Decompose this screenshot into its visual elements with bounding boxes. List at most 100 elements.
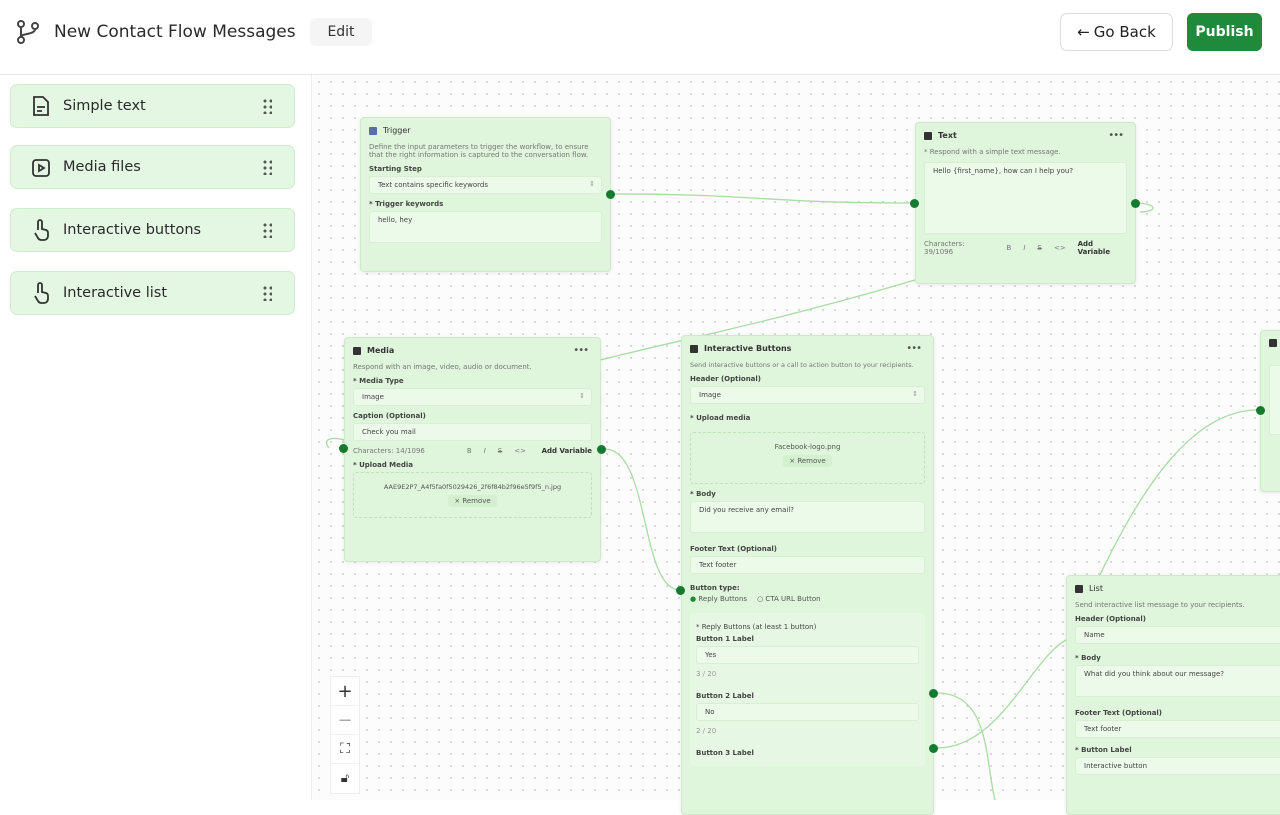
field-label: * Reply Buttons (at least 1 button): [696, 623, 817, 631]
drag-handle-icon[interactable]: [262, 159, 272, 175]
input-handle[interactable]: [339, 444, 348, 453]
partial-field[interactable]: [1269, 365, 1280, 435]
output-handle-yes[interactable]: [929, 689, 938, 698]
output-handle[interactable]: [1131, 199, 1140, 208]
palette-label: Interactive buttons: [63, 222, 202, 238]
italic-icon[interactable]: I: [483, 447, 486, 455]
field-label: Footer Text (Optional): [1075, 709, 1163, 717]
button-2-input[interactable]: No: [696, 703, 919, 721]
bold-icon[interactable]: B: [1006, 244, 1012, 252]
node-title: Text: [938, 131, 957, 140]
button-label-input[interactable]: Interactive button: [1075, 757, 1280, 775]
media-node-icon: [353, 346, 361, 355]
file-name: Facebook-logo.png: [774, 443, 841, 451]
field-label: * Button Label: [1075, 746, 1132, 754]
field-label: * Body: [1075, 654, 1101, 662]
zoom-in-button[interactable]: +: [331, 677, 359, 706]
media-type-select[interactable]: Image: [353, 388, 592, 406]
char-count: Characters: 14/1096: [353, 447, 425, 455]
input-handle[interactable]: [1256, 406, 1265, 415]
radio-reply-buttons[interactable]: ● Reply Buttons: [690, 595, 748, 603]
drag-handle-icon[interactable]: [262, 222, 272, 238]
message-textarea[interactable]: Hello {first_name}, how can I help you?: [924, 162, 1127, 234]
output-handle-no[interactable]: [929, 744, 938, 753]
edit-button[interactable]: Edit: [310, 18, 372, 46]
lock-button[interactable]: 🔓︎: [331, 764, 359, 793]
flow-icon: [17, 20, 39, 44]
file-text-icon: [33, 96, 49, 116]
field-label: * Media Type: [353, 377, 404, 385]
fit-view-button[interactable]: ⛶: [331, 735, 359, 764]
zoom-out-button[interactable]: −: [331, 706, 359, 735]
reply-buttons-group: * Reply Buttons (at least 1 button) Butt…: [690, 613, 925, 766]
palette-item-media-files[interactable]: Media files: [10, 145, 295, 189]
more-options-icon[interactable]: •••: [906, 343, 922, 354]
node-title: List: [1089, 584, 1103, 593]
remove-file-button[interactable]: × Remove: [783, 455, 832, 467]
more-options-icon[interactable]: •••: [573, 345, 589, 356]
list-node[interactable]: List Send interactive list message to yo…: [1066, 575, 1280, 815]
field-label: Button 3 Label: [696, 749, 754, 757]
drag-handle-icon[interactable]: [262, 98, 272, 114]
pointer-icon: [34, 219, 49, 241]
field-label: * Trigger keywords: [369, 200, 444, 208]
field-label: Button 2 Label: [696, 692, 754, 700]
file-name: AAE9E2P7_A4f5fa0f5029426_2f6f84b2f96e5f9…: [383, 483, 562, 491]
add-variable-button[interactable]: Add Variable: [541, 447, 592, 455]
drag-handle-icon[interactable]: [262, 285, 272, 301]
output-handle[interactable]: [597, 445, 606, 454]
input-handle[interactable]: [676, 586, 685, 595]
field-label: Starting Step: [369, 165, 422, 173]
strike-icon[interactable]: S: [1037, 244, 1042, 252]
palette-label: Media files: [63, 159, 141, 175]
palette-item-interactive-buttons[interactable]: Interactive buttons: [10, 208, 295, 252]
remove-label: Remove: [462, 497, 491, 505]
field-label: Header (Optional): [690, 375, 761, 383]
palette-label: Interactive list: [63, 285, 168, 301]
header-select[interactable]: Image: [690, 386, 925, 404]
palette-item-interactive-list[interactable]: Interactive list: [10, 271, 295, 315]
node-description: Respond with an image, video, audio or d…: [353, 363, 532, 371]
media-node[interactable]: Media ••• Respond with an image, video, …: [344, 337, 601, 562]
radio-label: CTA URL Button: [765, 595, 821, 603]
remove-label: Remove: [797, 457, 826, 465]
strike-icon[interactable]: S: [497, 447, 503, 455]
body-textarea[interactable]: Did you receive any email?: [690, 501, 925, 533]
text-node[interactable]: Text ••• * Respond with a simple text me…: [915, 122, 1136, 284]
header-input[interactable]: Name: [1075, 626, 1280, 644]
code-icon[interactable]: <>: [514, 447, 526, 455]
italic-icon[interactable]: I: [1023, 244, 1026, 252]
body-textarea[interactable]: What did you think about our message?: [1075, 665, 1280, 697]
button-1-input[interactable]: Yes: [696, 646, 919, 664]
publish-button[interactable]: Publish: [1187, 13, 1262, 51]
radio-label: Reply Buttons: [698, 595, 748, 603]
bold-icon[interactable]: B: [466, 447, 472, 455]
upload-dropzone[interactable]: AAE9E2P7_A4f5fa0f5029426_2f6f84b2f96e5f9…: [353, 472, 592, 518]
interactive-buttons-node[interactable]: Interactive Buttons ••• Send interactive…: [681, 335, 934, 815]
node-description: * Respond with a simple text message.: [924, 148, 1061, 156]
trigger-icon: [369, 126, 377, 135]
footer-input[interactable]: Text footer: [1075, 720, 1280, 738]
go-back-button[interactable]: ←Go Back: [1060, 13, 1173, 51]
input-handle[interactable]: [910, 199, 919, 208]
field-label: Footer Text (Optional): [690, 545, 778, 553]
trigger-keywords-input[interactable]: hello, hey: [369, 211, 602, 243]
remove-file-button[interactable]: × Remove: [448, 495, 497, 507]
field-label: * Upload media: [690, 414, 751, 422]
code-icon[interactable]: <>: [1053, 244, 1066, 252]
starting-step-select[interactable]: Text contains specific keywords: [369, 176, 602, 194]
add-variable-button[interactable]: Add Variable: [1077, 240, 1111, 256]
upload-dropzone[interactable]: Facebook-logo.png × Remove: [690, 432, 925, 484]
radio-cta-url[interactable]: ○ CTA URL Button: [757, 595, 821, 603]
palette-item-simple-text[interactable]: Simple text: [10, 84, 295, 128]
top-bar: New Contact Flow Messages Edit ←Go Back …: [0, 0, 1280, 75]
more-options-icon[interactable]: •••: [1108, 130, 1124, 141]
lock-icon: 🔓︎: [340, 771, 350, 786]
footer-input[interactable]: Text footer: [690, 556, 925, 574]
media-icon: [32, 159, 50, 177]
output-handle[interactable]: [606, 190, 615, 199]
caption-input[interactable]: Check you mail: [353, 423, 592, 441]
trigger-node[interactable]: Trigger Define the input parameters to t…: [360, 117, 611, 272]
char-count: Characters: 39/1096: [924, 240, 965, 256]
palette-label: Simple text: [63, 98, 146, 114]
